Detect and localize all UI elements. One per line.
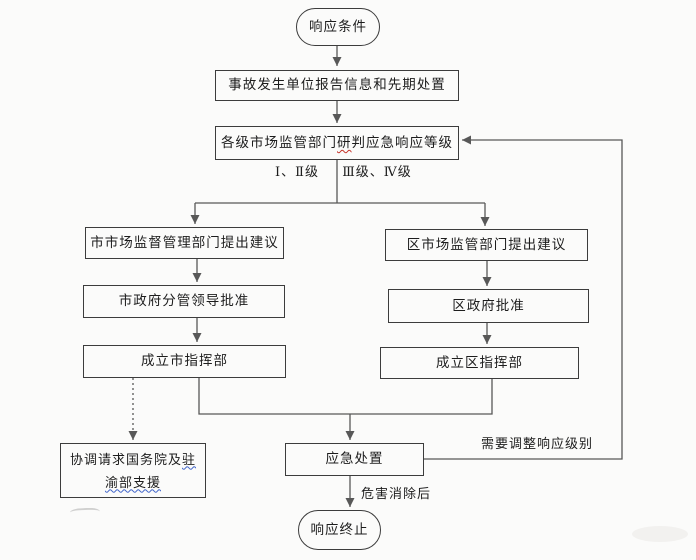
response-node: 应急处置 [285, 443, 424, 476]
coordinate-line2-grammarcheck: 渝部支援 [104, 474, 161, 490]
city-command-node: 成立市指挥部 [83, 345, 286, 378]
assess-text-pre: 各级市场监管部门 [221, 134, 337, 150]
report-node: 事故发生单位报告信息和先期处置 [215, 70, 459, 101]
coordinate-support-node: 协调请求国务院及驻 渝部支援 [60, 443, 206, 498]
start-node: 响应条件 [296, 8, 380, 46]
coordinate-line1: 协调请求国务院及驻 [70, 448, 196, 471]
district-suggest-node: 区市场监管部门提出建议 [385, 229, 588, 261]
assess-text-post: 判应急响应等级 [351, 134, 453, 150]
branch-label-level-1-2: Ⅰ、Ⅱ级 [275, 164, 319, 179]
city-suggest-node: 市市场监督管理部门提出建议 [85, 227, 284, 259]
coordinate-line2: 渝部支援 [105, 471, 161, 494]
hazard-eliminated-label: 危害消除后 [360, 486, 431, 501]
city-approve-node: 市政府分管领导批准 [83, 285, 285, 318]
coordinate-line1-text: 协调请求国务院及 [69, 451, 182, 467]
coordinate-line1-grammarcheck: 驻 [182, 451, 197, 467]
district-command-node: 成立区指挥部 [380, 347, 579, 379]
assess-node: 各级市场监管部门研判应急响应等级 [215, 126, 459, 160]
end-node: 响应终止 [298, 510, 381, 550]
assess-text-spellcheck: 研 [337, 134, 352, 150]
line-command-merge [198, 378, 493, 415]
branch-label-level-3-4: Ⅲ级、Ⅳ级 [342, 164, 412, 179]
district-approve-node: 区政府批准 [388, 289, 589, 323]
feedback-label: 需要调整响应级别 [480, 436, 593, 451]
arrow-feedback-loop [424, 135, 623, 460]
